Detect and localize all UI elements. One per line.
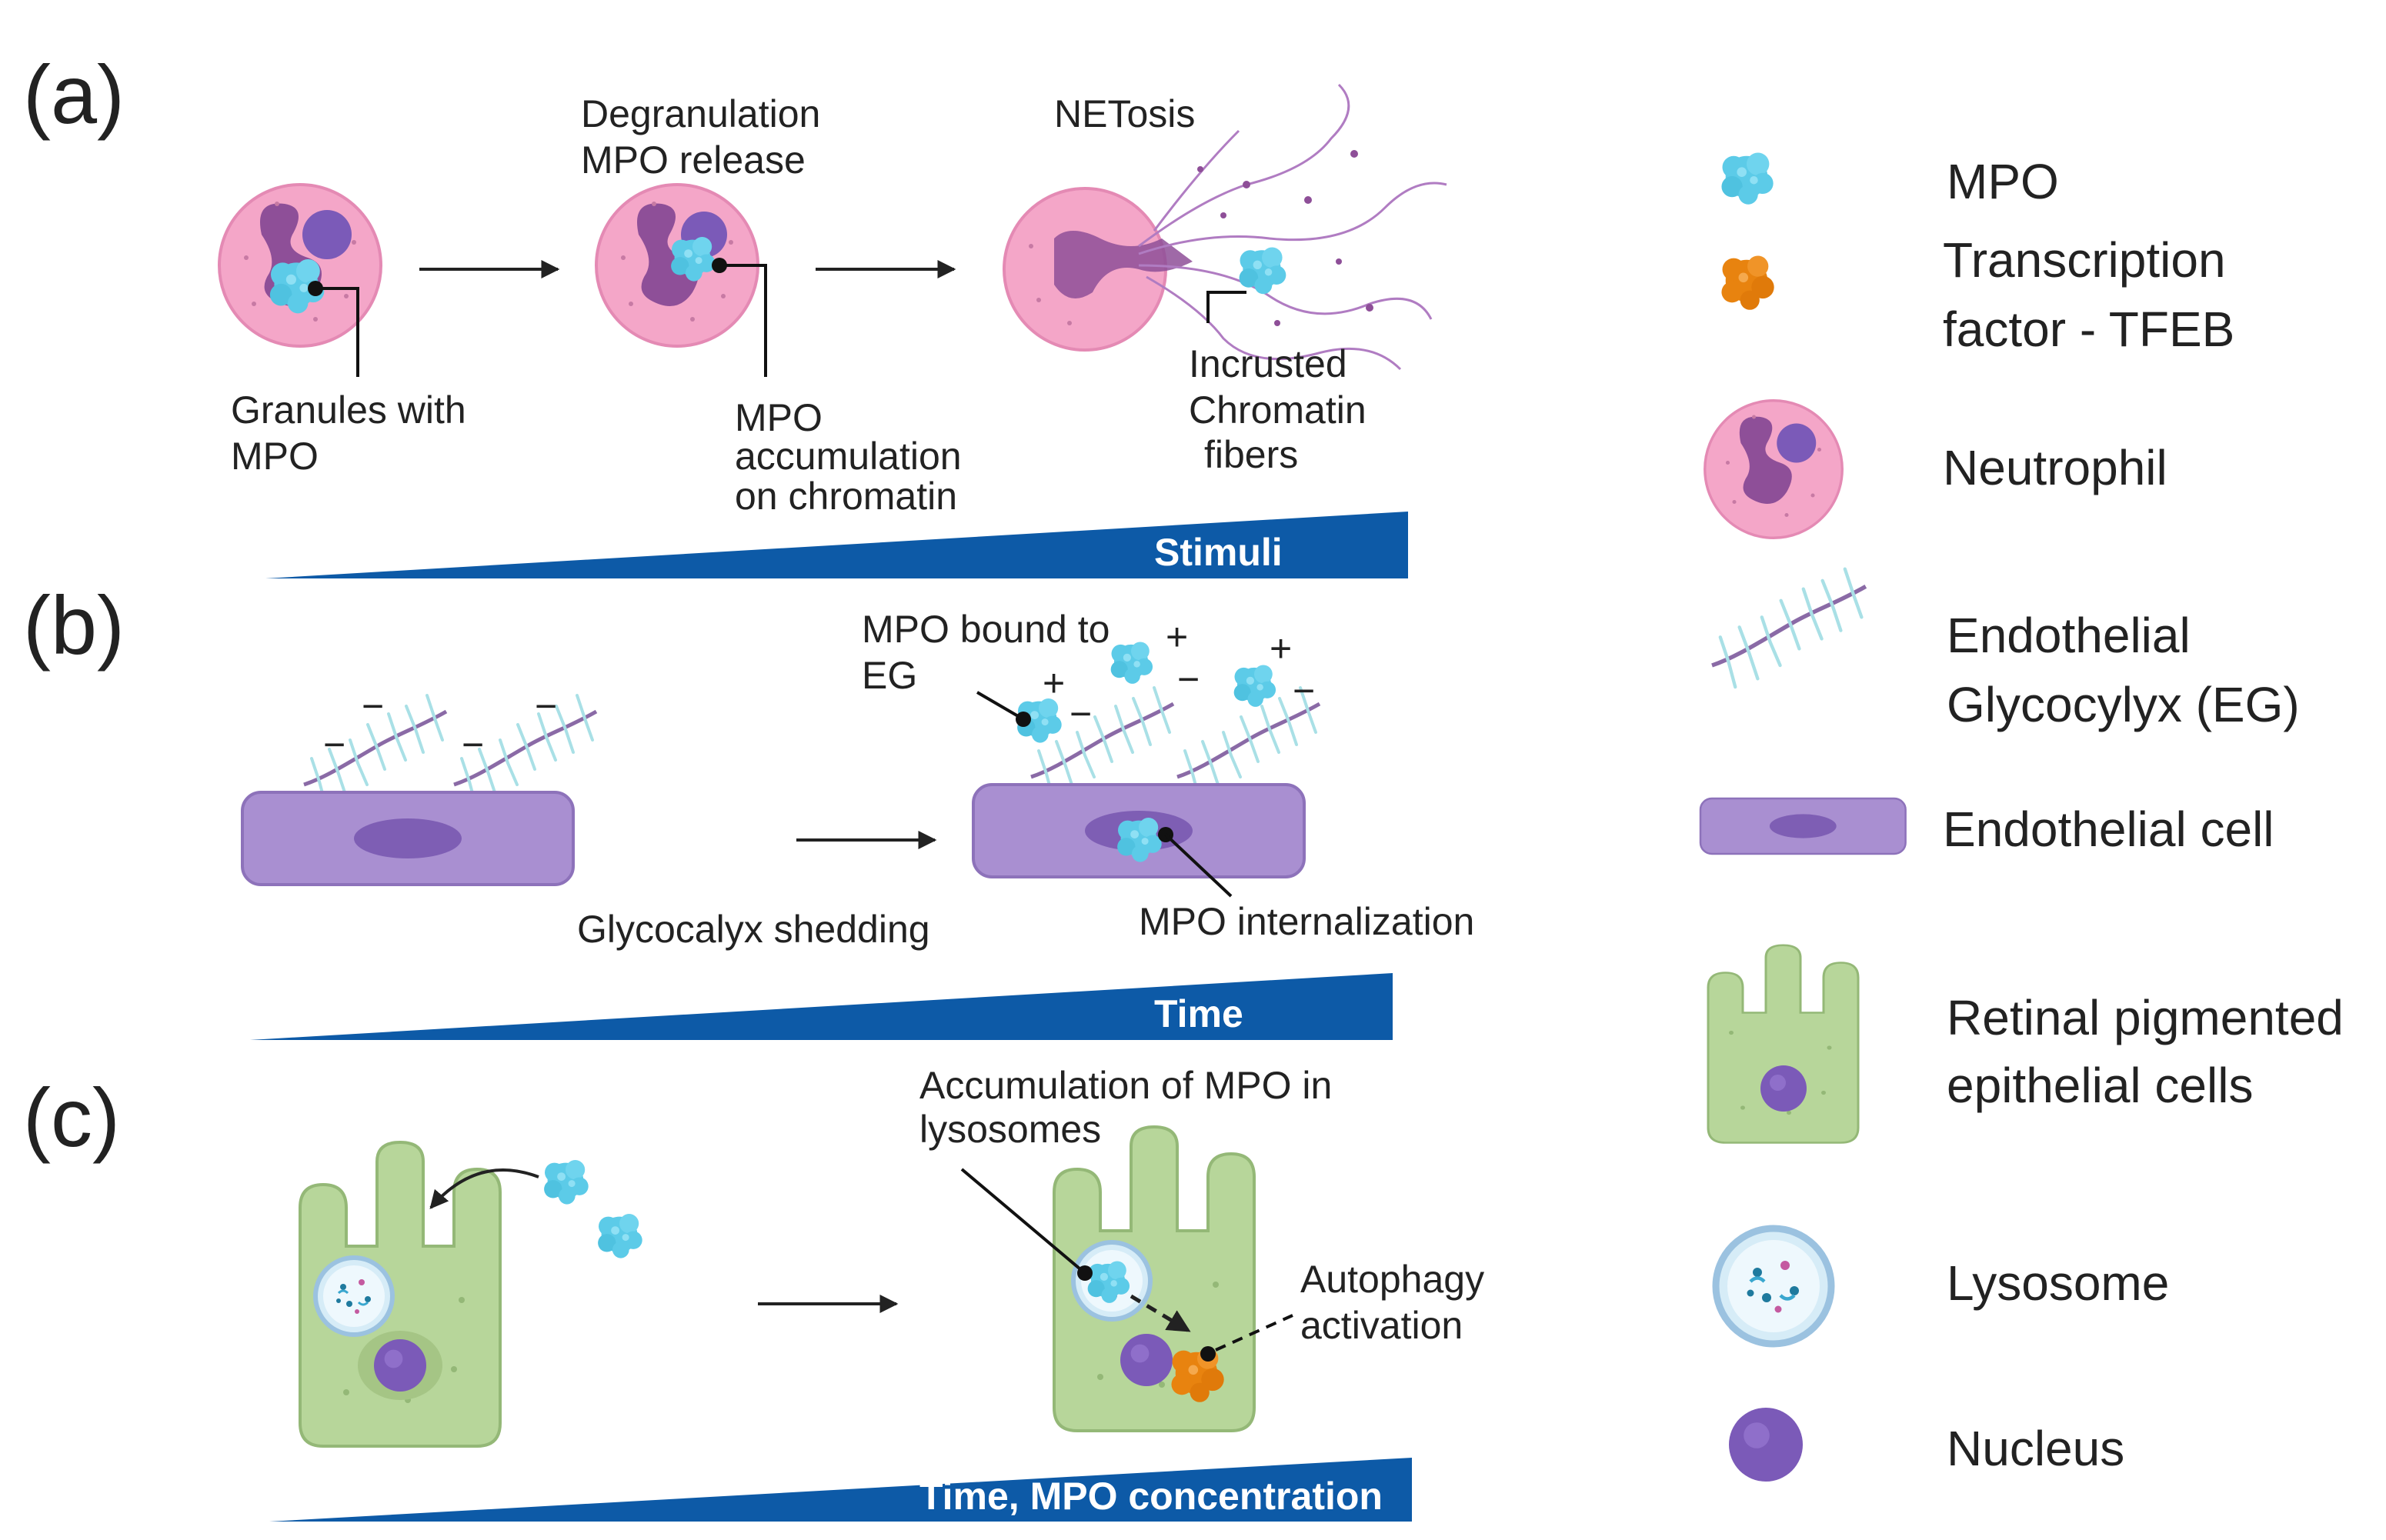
autophagy-line1: Autophagy: [1300, 1258, 1484, 1301]
autophagy-pointer: [1200, 1314, 1293, 1362]
neutrophil-netosis: [1003, 187, 1193, 352]
mpo-bound-3: [1233, 665, 1276, 707]
svg-text:+: +: [1166, 615, 1188, 658]
mpo-accum-line1: MPO: [735, 396, 823, 439]
time-concentration-wedge: Time, MPO concentration: [269, 1458, 1412, 1522]
legend-rpe-icon: [1707, 944, 1860, 1144]
panel-c-label: (c): [23, 1071, 120, 1164]
uptake-arrow: [429, 1168, 539, 1209]
incrusted-line1: Incrusted: [1189, 342, 1347, 385]
svg-text:+: +: [1270, 627, 1292, 670]
legend-lysosome-label: Lysosome: [1947, 1255, 2169, 1311]
legend-glycocalyx-icon: [1712, 569, 1866, 687]
time-wedge: Time: [250, 973, 1393, 1040]
endothelial-cell-before: [241, 791, 575, 886]
mpo-release-label: MPO release: [581, 138, 806, 182]
rpe-nucleus-after: [1120, 1334, 1173, 1386]
legend: MPO Transcription factor - TFEB Neutroph…: [1699, 152, 2344, 1482]
lyso-line2: lysosomes: [919, 1108, 1101, 1151]
stimuli-wedge: Stimuli: [265, 512, 1408, 578]
internalization-pointer: [1158, 827, 1233, 898]
lyso-line1: Accumulation of MPO in: [919, 1064, 1332, 1107]
chromatin-fibers: [1138, 83, 1447, 371]
svg-text:−: −: [1177, 658, 1200, 701]
stimuli-label: Stimuli: [1154, 531, 1283, 574]
incrusted-line2: Chromatin: [1189, 388, 1367, 432]
panel-a-label: (a): [23, 48, 125, 141]
svg-text:−: −: [1293, 669, 1315, 712]
legend-rpe-nucleus-icon: [1760, 1065, 1807, 1112]
svg-text:−: −: [1070, 692, 1092, 735]
svg-text:−: −: [323, 723, 345, 766]
mpo-free-1: [544, 1160, 589, 1205]
time-label: Time: [1154, 992, 1243, 1035]
neutrophil-resting: [218, 183, 382, 348]
internalization-label: MPO internalization: [1139, 900, 1474, 943]
autophagy-line2: activation: [1300, 1304, 1463, 1347]
legend-tfeb-line2: factor - TFEB: [1943, 302, 2234, 357]
netosis-label: NETosis: [1054, 92, 1195, 135]
svg-text:−: −: [462, 723, 484, 766]
lysosome-before: [315, 1258, 392, 1335]
panel-b-label: (b): [23, 578, 125, 672]
legend-endothelial-cell-icon: [1699, 797, 1907, 855]
legend-rpe-line1: Retinal pigmented: [1947, 990, 2344, 1045]
incrusted-line3: fibers: [1204, 433, 1298, 476]
shedding-label: Glycocalyx shedding: [577, 908, 930, 951]
charges-before: − − − −: [323, 685, 557, 766]
bound-pointer: [976, 691, 1031, 727]
granules-pointer: [308, 281, 359, 377]
legend-rpe-line2: epithelial cells: [1947, 1058, 2253, 1113]
legend-neutrophil-label: Neutrophil: [1943, 440, 2167, 495]
lysosome-pointer: [960, 1168, 1093, 1281]
bound-line2: EG: [862, 654, 917, 697]
legend-mpo-icon: [1721, 152, 1774, 205]
svg-text:+: +: [1043, 662, 1065, 705]
legend-eg-line2: Glycocylyx (EG): [1947, 677, 2300, 732]
mpo-free-2: [598, 1214, 642, 1258]
svg-text:−: −: [535, 685, 557, 728]
charges-after: + − + − + −: [1043, 615, 1315, 735]
neutrophil-degranulating: [595, 183, 759, 348]
incrusted-pointer: [1206, 291, 1246, 323]
rpe-nucleus-before: [358, 1331, 442, 1400]
degranulation-label: Degranulation: [581, 92, 820, 135]
time-concentration-label: Time, MPO concentration: [919, 1475, 1383, 1518]
mpo-accum-line2: accumulation: [735, 435, 962, 478]
lysosome-to-tfeb-arrow: [1130, 1294, 1191, 1333]
legend-endo-cell-label: Endothelial cell: [1943, 802, 2274, 857]
legend-eg-line1: Endothelial: [1947, 608, 2191, 663]
mpo-bound-2: [1110, 642, 1153, 684]
mpo-accumulation-pointer: [712, 258, 767, 377]
legend-neutrophil-icon: [1704, 399, 1844, 539]
legend-tfeb-icon: [1721, 255, 1774, 310]
legend-mpo-label: MPO: [1947, 154, 2059, 209]
granules-label-line2: MPO: [231, 435, 319, 478]
legend-nucleus-icon: [1729, 1408, 1803, 1482]
svg-text:−: −: [362, 685, 384, 728]
bound-line1: MPO bound to: [862, 608, 1110, 651]
mpo-accum-line3: on chromatin: [735, 475, 957, 518]
legend-nucleus-label: Nucleus: [1947, 1421, 2124, 1476]
legend-tfeb-line1: Transcription: [1943, 232, 2226, 288]
legend-lysosome-icon: [1716, 1228, 1831, 1344]
mpo-on-fiber: [1239, 247, 1286, 295]
granules-label-line1: Granules with: [231, 388, 466, 432]
